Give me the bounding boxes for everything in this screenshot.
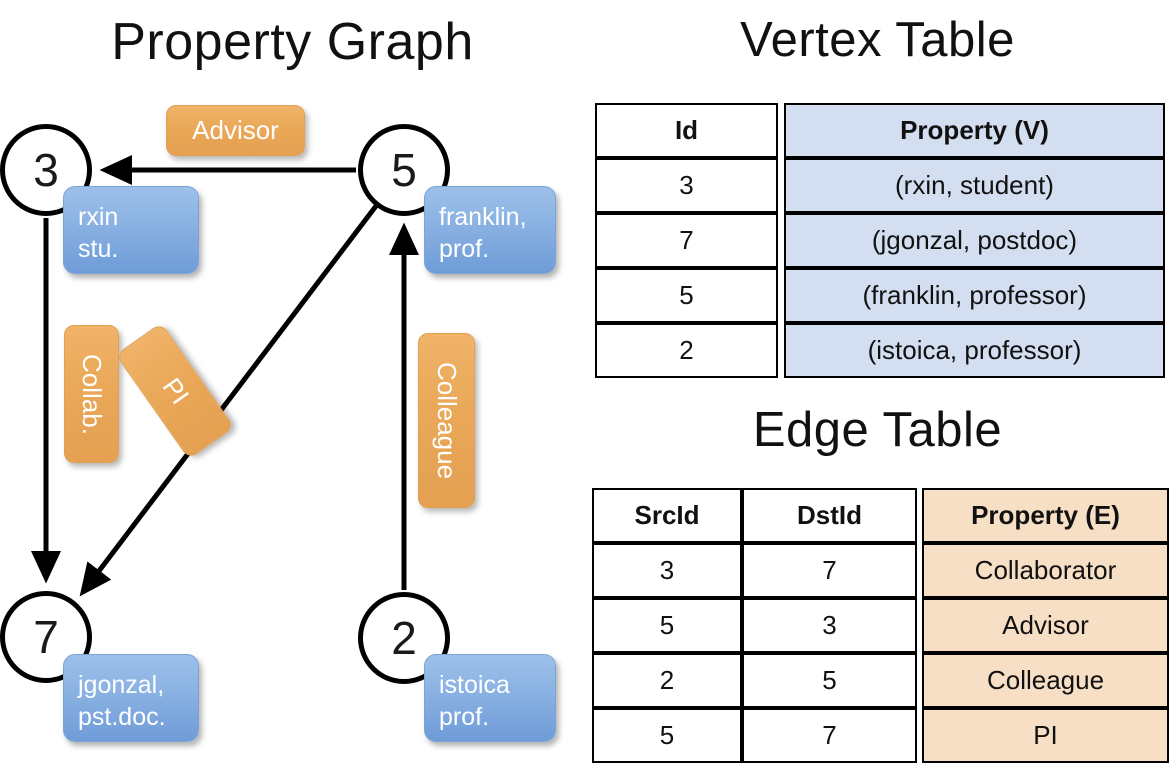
node-property-callout-3: rxin stu. — [63, 186, 199, 274]
edge-src-cell: 3 — [592, 543, 742, 598]
edge-src-cell: 5 — [592, 708, 742, 763]
node-property-line: stu. — [78, 235, 119, 263]
edge-dst-cell: 3 — [742, 598, 917, 653]
page-title-vertex-table: Vertex Table — [740, 13, 1015, 67]
column-gap — [917, 708, 922, 763]
graph-node-2[interactable]: 2 — [358, 592, 450, 684]
edge-label-colleague: Colleague — [418, 333, 475, 508]
vertex-property-cell: (rxin, student) — [784, 158, 1165, 213]
column-gap — [778, 323, 784, 378]
graph-node-7-label: 7 — [33, 611, 59, 663]
table-row[interactable]: 5 3 Advisor — [592, 598, 1169, 653]
edge-dst-cell: 7 — [742, 708, 917, 763]
edge-table-header-dstid: DstId — [742, 488, 917, 543]
node-property-line: franklin, — [439, 203, 527, 231]
vertex-id-cell: 5 — [595, 268, 778, 323]
graph-node-2-label: 2 — [391, 612, 417, 664]
edge-property-cell: Collaborator — [922, 543, 1169, 598]
edge-property-cell: Advisor — [922, 598, 1169, 653]
table-row[interactable]: 3 7 Collaborator — [592, 543, 1169, 598]
page-title-edge-table: Edge Table — [752, 403, 1003, 457]
node-property-line: prof. — [439, 703, 490, 731]
vertex-property-cell: (jgonzal, postdoc) — [784, 213, 1165, 268]
table-row[interactable]: 5 7 PI — [592, 708, 1169, 763]
node-property-callout-7: jgonzal, pst.doc. — [63, 654, 199, 742]
vertex-table-header-property: Property (V) — [784, 103, 1165, 158]
node-property-line: istoica — [439, 671, 510, 699]
graph-edges-layer — [31, 155, 419, 597]
vertex-id-cell: 7 — [595, 213, 778, 268]
node-property-line: pst.doc. — [78, 703, 166, 731]
edge-table: SrcId DstId Property (E) 3 7 Collaborato… — [592, 488, 1169, 763]
node-property-line: jgonzal, — [78, 671, 165, 699]
edge-table-header-row: SrcId DstId Property (E) — [592, 488, 1169, 543]
vertex-property-cell: (istoica, professor) — [784, 323, 1165, 378]
column-gap — [917, 653, 922, 708]
column-gap — [917, 543, 922, 598]
column-gap — [778, 158, 784, 213]
node-property-callout-5: franklin, prof. — [424, 186, 556, 274]
node-property-line: prof. — [439, 235, 490, 263]
edge-table-header-srcid: SrcId — [592, 488, 742, 543]
column-gap — [778, 268, 784, 323]
edge-label-colleague-text: Colleague — [432, 361, 462, 480]
edge-dst-cell: 7 — [742, 543, 917, 598]
edge-label-collab-text: Collab. — [77, 353, 107, 435]
vertex-table-header-row: Id Property (V) — [595, 103, 1165, 158]
node-property-callout-2: istoica prof. — [424, 654, 556, 742]
node-property-line: rxin — [78, 203, 119, 231]
vertex-table-header-id: Id — [595, 103, 778, 158]
vertex-id-cell: 3 — [595, 158, 778, 213]
edge-src-cell: 2 — [592, 653, 742, 708]
edge-property-cell: Colleague — [922, 653, 1169, 708]
property-graph-panel: Property Graph 3 5 7 2 rxin stu. frankli… — [0, 0, 585, 760]
vertex-id-cell: 2 — [595, 323, 778, 378]
edge-property-cell: PI — [922, 708, 1169, 763]
edge-label-advisor-text: Advisor — [192, 115, 279, 145]
edge-table-header-property: Property (E) — [922, 488, 1169, 543]
graph-node-5[interactable]: 5 — [358, 124, 450, 216]
column-gap — [917, 598, 922, 653]
edge-label-advisor: Advisor — [166, 105, 305, 156]
table-row[interactable]: 7 (jgonzal, postdoc) — [595, 213, 1165, 268]
table-row[interactable]: 5 (franklin, professor) — [595, 268, 1165, 323]
edge-dst-cell: 5 — [742, 653, 917, 708]
column-gap — [778, 103, 784, 158]
graph-node-3-label: 3 — [33, 144, 59, 196]
edge-label-pi-text: PI — [156, 372, 195, 410]
vertex-property-cell: (franklin, professor) — [784, 268, 1165, 323]
edge-label-collab: Collab. — [64, 325, 119, 463]
edge-5-to-7 — [79, 204, 378, 597]
table-row[interactable]: 2 5 Colleague — [592, 653, 1169, 708]
column-gap — [917, 488, 922, 543]
vertex-table: Id Property (V) 3 (rxin, student) 7 (jgo… — [595, 103, 1165, 378]
edge-src-cell: 5 — [592, 598, 742, 653]
page-title-property-graph: Property Graph — [111, 13, 474, 71]
column-gap — [778, 213, 784, 268]
table-row[interactable]: 3 (rxin, student) — [595, 158, 1165, 213]
table-row[interactable]: 2 (istoica, professor) — [595, 323, 1165, 378]
graph-node-5-label: 5 — [391, 144, 417, 196]
